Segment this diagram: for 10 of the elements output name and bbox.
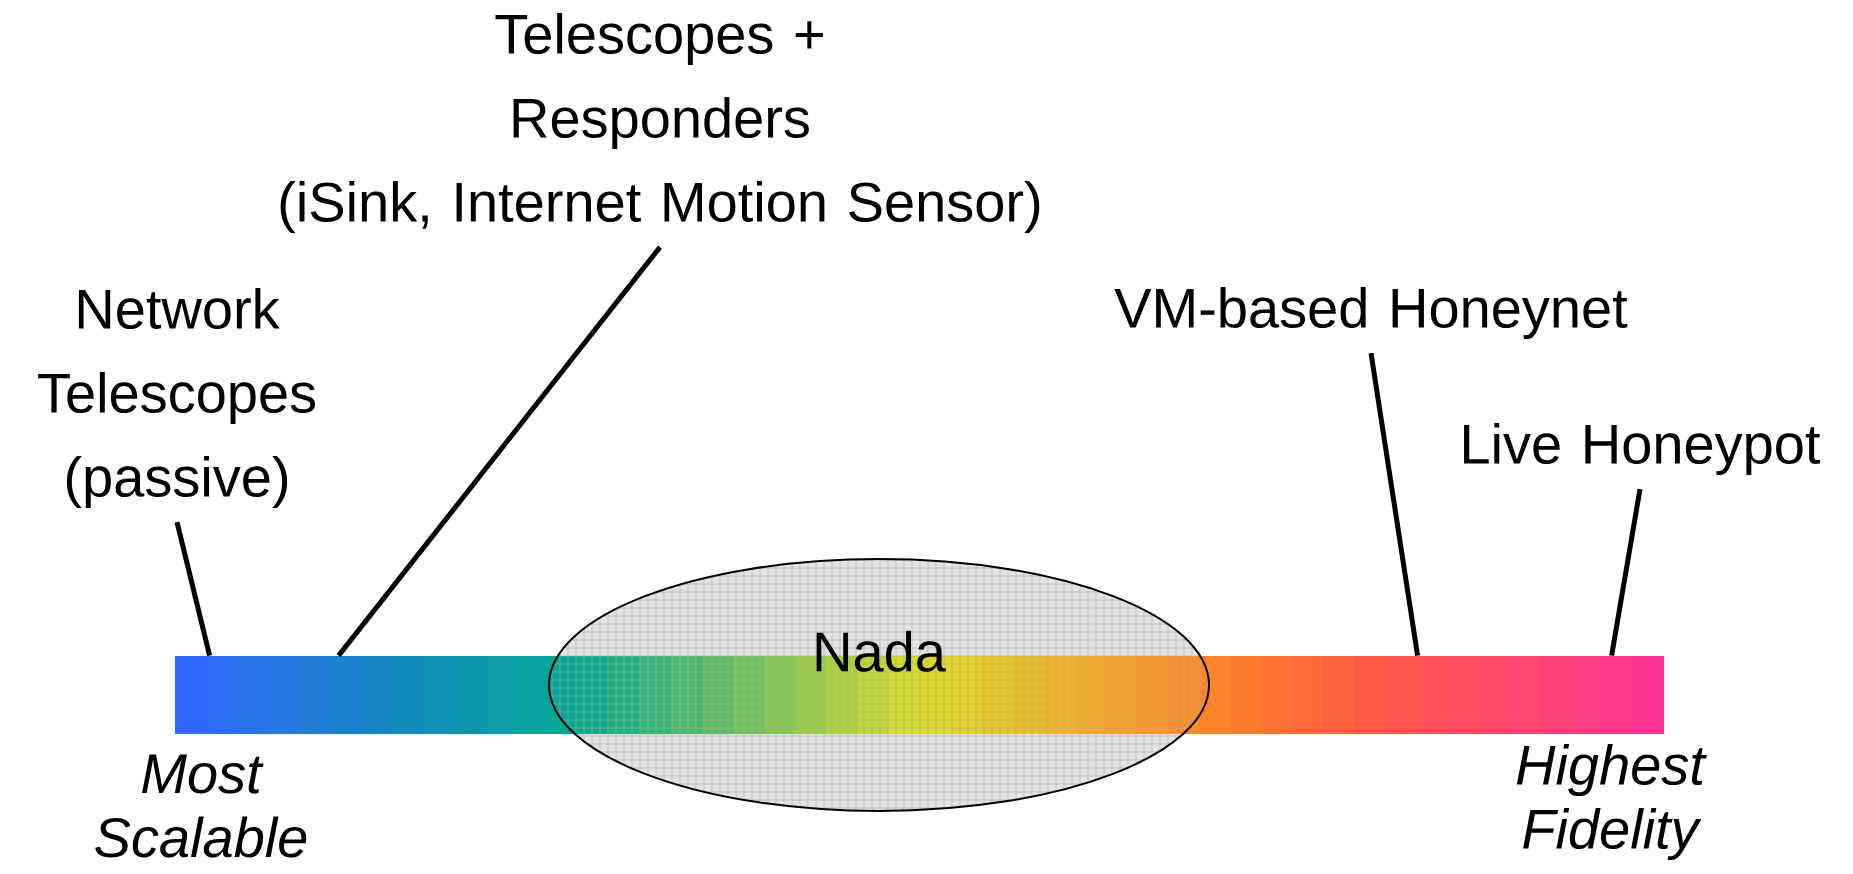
callout-text: Live Honeypot bbox=[1464, 422, 1821, 476]
leader-line bbox=[1609, 488, 1643, 657]
axis-label: Most Scalable bbox=[95, 754, 307, 858]
leader-line bbox=[174, 521, 213, 657]
callout-text: Telescopes + Responders (iSink, Internet Motion Sensor) bbox=[280, 12, 1040, 234]
callout-text: Network Telescopes (passive) bbox=[38, 287, 316, 509]
leader-line bbox=[1368, 352, 1421, 656]
leader-line bbox=[336, 245, 662, 658]
callout-text: VM-based Honeynet bbox=[1114, 286, 1628, 340]
axis-label: Highest Fidelity bbox=[1516, 743, 1707, 861]
